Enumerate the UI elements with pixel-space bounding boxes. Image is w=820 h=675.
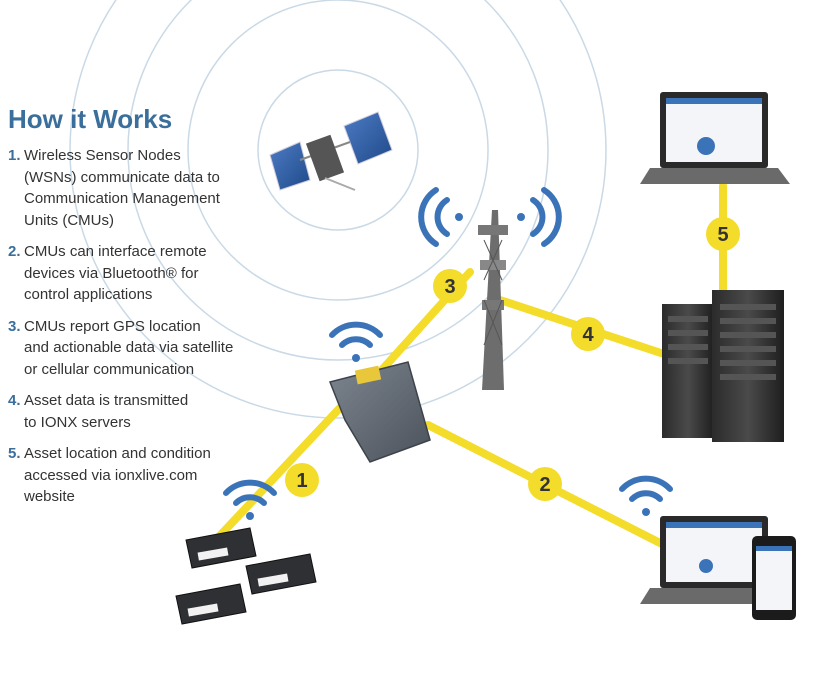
step-item: 3.CMUs report GPS location and actionabl… (8, 316, 258, 381)
step-number: 1. (8, 147, 21, 164)
cell-tower-icon (478, 210, 508, 390)
step-item: 2.CMUs can interface remote devices via … (8, 241, 258, 306)
step-item: 4.Asset data is transmitted to IONX serv… (8, 390, 258, 433)
steps-list: 1.Wireless Sensor Nodes (WSNs) communica… (8, 145, 258, 508)
mobile-phone-icon (752, 536, 796, 620)
step-badge-label: 2 (539, 474, 550, 496)
step-number: 4. (8, 392, 21, 409)
step-badge-2: 2 (528, 467, 562, 501)
satellite-icon (269, 111, 393, 191)
ionx-servers-icon (662, 290, 784, 442)
laptop-wireless-icon (619, 475, 673, 516)
step-number: 3. (8, 317, 21, 335)
satellite-signal-rings (69, 0, 607, 419)
cmu-wireless-icon (329, 321, 383, 362)
sensor-wireless-icon (223, 479, 277, 520)
top-laptop-icon (640, 92, 790, 184)
step-badges: 1 2 3 4 5 (285, 217, 740, 501)
step-badge-3: 3 (433, 269, 467, 303)
step-badge-label: 3 (444, 276, 455, 298)
wireless-sensor-nodes-icon (175, 527, 317, 625)
step-item: 5.Asset location and condition accessed … (8, 443, 258, 508)
step-number: 5. (8, 445, 21, 462)
step-text: Wireless Sensor Nodes (WSNs) communicate… (24, 147, 220, 229)
step-number: 2. (8, 243, 21, 260)
step-badge-5: 5 (706, 217, 740, 251)
step-item: 1.Wireless Sensor Nodes (WSNs) communica… (8, 145, 258, 231)
step-badge-label: 5 (717, 224, 728, 246)
step-text: CMUs report GPS location and actionable … (24, 317, 234, 378)
step-text: Asset location and condition accessed vi… (24, 445, 211, 505)
how-it-works-panel: How it Works 1.Wireless Sensor Nodes (WS… (8, 104, 258, 518)
step-badge-label: 1 (296, 470, 307, 492)
step-badge-1: 1 (285, 463, 319, 497)
step-badge-label: 4 (582, 324, 594, 346)
step-text: Asset data is transmitted to IONX server… (24, 392, 189, 431)
cmu-device-icon (328, 361, 431, 463)
step-badge-4: 4 (571, 317, 605, 351)
step-text: CMUs can interface remote devices via Bl… (24, 243, 207, 303)
tower-wireless-icon (418, 187, 562, 247)
page-title: How it Works (8, 104, 173, 134)
